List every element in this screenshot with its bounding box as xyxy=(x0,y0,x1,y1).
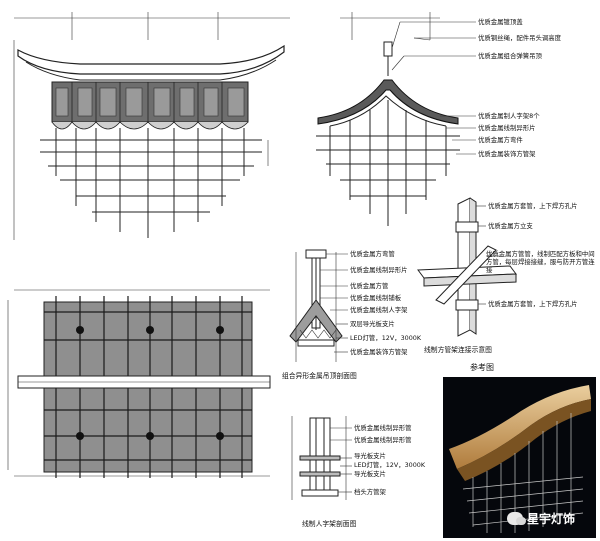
reference-title: 参考图 xyxy=(470,363,494,372)
reference-photo xyxy=(443,377,596,538)
callout-section-0: 优质金属方弯管 xyxy=(350,249,395,258)
reference-photo-art xyxy=(443,377,596,538)
joint-diagram: 优质金属方套管，上下焊方孔片 优质金属方立支 优质金属方管管，线制匹配方板和中间… xyxy=(417,197,595,354)
callout-section-6: LED灯管，12V，3000K xyxy=(350,333,422,342)
callout-section-7: 优质金属装饰方管架 xyxy=(350,347,408,356)
callout-bottom-3: LED灯管，12V，3000K xyxy=(354,460,426,469)
callout-mid-0: 优质金属制人字架8个 xyxy=(478,111,540,120)
callout-section-5: 双层导光板支片 xyxy=(350,319,395,328)
elevation-side: 优质金属镀顶盖 优质钢丝绳，配件吊头调高度 优质金属组合弹簧吊顶 优质金属制人字… xyxy=(316,12,562,226)
callout-joint-0: 优质金属方套管，上下焊方孔片 xyxy=(488,201,577,210)
frame-section: 优质金属方弯管 优质金属线制异形片 优质金属方管 优质金属线制铺板 优质金属线制… xyxy=(282,249,422,380)
brand-watermark: 星宇灯饰 xyxy=(507,510,575,527)
caption-joint: 线制方管架连接示意图 xyxy=(424,345,492,354)
brand-name: 星宇灯饰 xyxy=(527,512,576,526)
wechat-icon xyxy=(507,512,526,525)
callout-top-1: 优质钢丝绳，配件吊头调高度 xyxy=(478,33,562,42)
callout-section-1: 优质金属线制异形片 xyxy=(350,265,408,274)
callout-section-3: 优质金属线制铺板 xyxy=(350,293,402,302)
callout-joint-3: 优质金属方套管，上下焊方孔片 xyxy=(488,299,577,308)
callout-bottom-2: 导光板支片 xyxy=(354,451,386,460)
caption-section: 组合异形金属吊顶剖面图 xyxy=(282,371,357,380)
callout-mid-1: 优质金属线制异形片 xyxy=(478,123,536,132)
caption-bottom: 线制人字架剖面图 xyxy=(302,519,357,528)
callout-top-0: 优质金属镀顶盖 xyxy=(478,17,523,26)
callout-top-2: 优质金属组合弹簧吊顶 xyxy=(478,51,543,60)
callout-mid-3: 优质金属装饰方管架 xyxy=(478,149,536,158)
callout-bottom-4: 导光板支片 xyxy=(354,469,386,478)
callout-section-4: 优质金属线制人字架 xyxy=(350,305,408,314)
callout-bottom-5: 档头方管架 xyxy=(354,487,387,496)
callout-bottom-0: 优质金属线制异形管 xyxy=(354,423,412,432)
callout-joint-2: 优质金属方管管，线制匹配方板和中间方管，每层焊接接缝，服与防开方管连接 xyxy=(486,250,595,274)
callout-joint-1: 优质金属方立支 xyxy=(488,221,533,230)
callout-section-2: 优质金属方管 xyxy=(350,281,388,290)
callout-mid-2: 优质金属方弯件 xyxy=(478,135,523,144)
elevation-front xyxy=(13,12,290,240)
callout-bottom-1: 优质金属线制异形管 xyxy=(354,435,412,444)
plan-view xyxy=(7,289,271,478)
bottom-detail: 优质金属线制异形管 优质金属线制异形管 导光板支片 LED灯管，12V，3000… xyxy=(291,416,426,528)
